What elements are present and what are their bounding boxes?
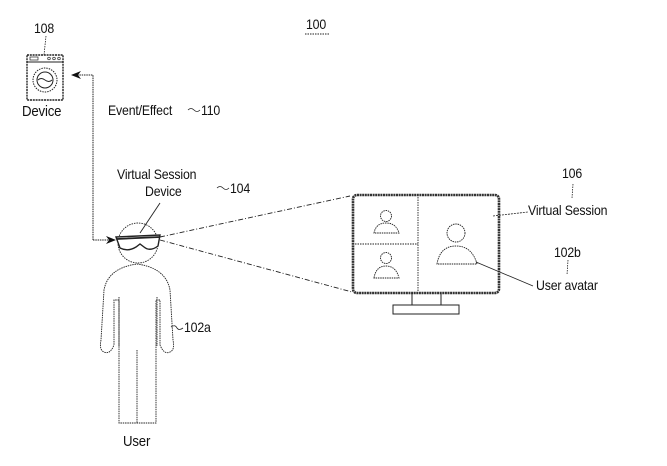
event-effect-leader [187, 108, 201, 112]
event-effect-ref-label: 110 [201, 102, 221, 118]
user-avatar-ref-leader [566, 259, 569, 276]
event-effect-label: Event/Effect [108, 102, 173, 118]
vsd-ref-label: 104 [230, 180, 251, 196]
projection-lines [159, 195, 353, 293]
vr-headset-icon [115, 234, 161, 251]
vsd-label-line2: Device [145, 183, 182, 199]
user-avatar-leader [475, 261, 534, 287]
device-ref-label: 108 [34, 20, 55, 36]
monitor-icon [351, 193, 501, 315]
avatar-small-bottom [373, 252, 400, 279]
washing-machine-icon [26, 35, 64, 101]
vsd-label-line1: Virtual Session [117, 166, 197, 182]
vsd-leader-line [139, 202, 161, 234]
user-ref-label: 102a [184, 319, 211, 335]
device-label: Device [22, 103, 62, 120]
user-avatar-large [436, 223, 478, 265]
user-avatar-label: User avatar [536, 277, 598, 293]
virtual-session-label: Virtual Session [528, 202, 608, 218]
virtual-session-ref-leader [571, 183, 574, 199]
virtual-session-ref-label: 106 [562, 165, 583, 181]
user-label: User [123, 433, 151, 450]
user-ref-leader [170, 325, 184, 330]
avatar-small-top [373, 210, 400, 234]
user-avatar-ref-label: 102b [554, 244, 581, 260]
vsd-ref-leader [216, 186, 230, 190]
figure-number: 100 [306, 16, 327, 32]
event-effect-connector [71, 71, 116, 244]
user-body [99, 263, 175, 424]
